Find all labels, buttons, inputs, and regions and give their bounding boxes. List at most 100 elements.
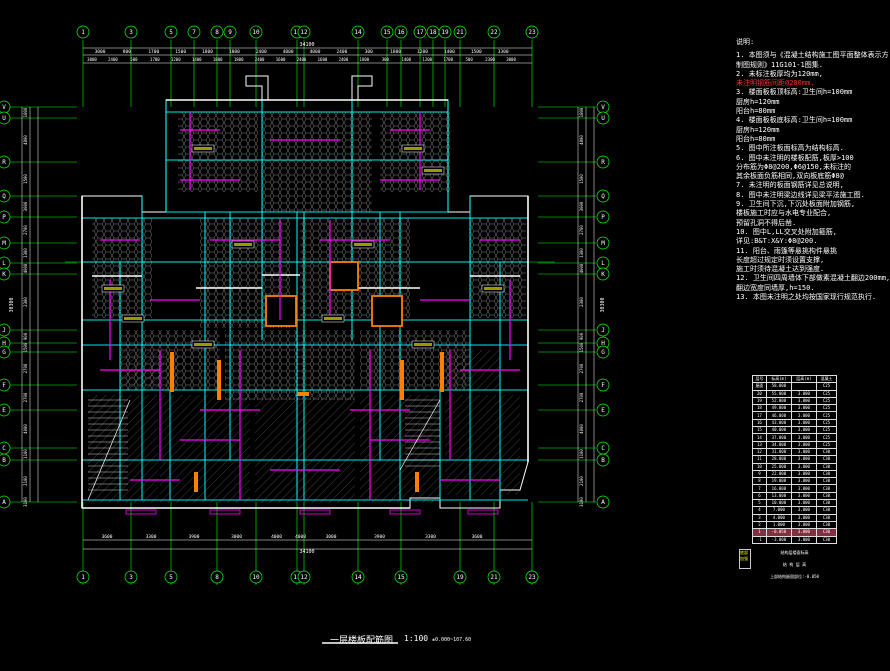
- balcony-bar: [299, 509, 331, 515]
- balcony-bar: [125, 509, 157, 515]
- axis-bubble-label: F: [2, 382, 6, 389]
- table-cell: 3.000: [790, 477, 817, 486]
- table-cell: 55.000: [765, 389, 792, 398]
- axis-bubble-label: 1: [81, 574, 85, 581]
- column: [415, 472, 419, 492]
- axis-bubble-label: M: [2, 240, 6, 247]
- axis-bubble: [223, 25, 237, 39]
- axis-bubble: [596, 189, 610, 203]
- table-cell: 18: [752, 404, 767, 413]
- axis-bubble-label: 22: [490, 29, 498, 36]
- slab-tag-fill: [234, 243, 252, 246]
- axis-bubble-label: 12: [300, 574, 308, 581]
- axis-bubble-label: F: [601, 382, 605, 389]
- axis-bubble-label: P: [2, 214, 6, 221]
- axis-bubble: [210, 570, 224, 584]
- note-line: 施工时须待混凝土达到强度.: [736, 265, 825, 274]
- dim-text-top: 1800: [234, 57, 244, 62]
- table-cell: 3.000: [790, 535, 817, 544]
- table-cell: 4: [752, 506, 767, 515]
- note-line: 13. 本图未注明之处均按国家现行规范执行.: [736, 293, 877, 302]
- design-notes: 说明: 1. 本图须与《混凝土结构施工图平面整体表示方 制图规则》11G101-…: [736, 38, 890, 302]
- axis-bubble-label: 16: [397, 29, 405, 36]
- table-cell: 22.000: [765, 469, 792, 479]
- axis-bubble: [76, 570, 90, 584]
- axis-bubble: [0, 236, 11, 250]
- table-cell: 16: [752, 418, 767, 428]
- axis-bubble-label: 8: [215, 29, 219, 36]
- axis-bubble-label: 11: [293, 574, 301, 581]
- note-line: 翻边宽度同墙厚,h=150.: [736, 283, 815, 292]
- slab-diag: [255, 395, 355, 503]
- dim-text-top: 1800: [229, 49, 240, 55]
- axis-bubble-label: Q: [601, 193, 605, 200]
- dim-text-right: 1800: [579, 107, 584, 117]
- drawing-title: 一层楼板配筋图: [330, 636, 394, 646]
- table-cell: C25: [815, 396, 838, 406]
- axis-bubble-label: 23: [528, 29, 536, 36]
- table-cell: 3.000: [790, 506, 817, 515]
- dim-text-top: 1600: [318, 57, 328, 62]
- table-caption-2: 结 构 层 高: [782, 561, 807, 567]
- dim-text-left: 2700: [23, 392, 28, 402]
- dim-text-top: 2400: [297, 57, 307, 62]
- dim-text-right: 2700: [579, 363, 584, 373]
- table-cell: 13: [752, 440, 767, 449]
- table-cell: 3.000: [790, 411, 817, 420]
- axis-bubble: [596, 378, 610, 392]
- axis-bubble: [596, 345, 610, 359]
- axis-bubble: [187, 25, 201, 39]
- table-cell: 3.000: [790, 462, 817, 471]
- axis-bubble: [351, 570, 365, 584]
- table-cell: 3.000: [790, 484, 817, 493]
- dim-text-right: 1300: [579, 248, 584, 258]
- axis-bubble: [0, 378, 11, 392]
- dim-text-top: 2400: [256, 49, 267, 55]
- table-cell: 3.000: [790, 520, 817, 530]
- table-header-cell: 层号: [752, 374, 767, 384]
- dim-text-right: 2700: [579, 392, 584, 402]
- axis-bubble-label: 1: [81, 29, 85, 36]
- slab-tag-fill: [124, 317, 142, 320]
- table-cell: 28.000: [765, 455, 792, 464]
- table-cell: 3.000: [790, 528, 817, 537]
- table-cell: 31.000: [765, 447, 792, 457]
- dim-text-right: 4800: [579, 135, 584, 145]
- dim-text-left: 1500: [23, 174, 28, 184]
- note-line: 6. 图中未注明的楼板配筋,板厚>100: [736, 153, 854, 162]
- dim-text-left: 1800: [23, 107, 28, 117]
- note-line: 5. 图中所注板面标高为结构标高.: [736, 144, 844, 153]
- axis-bubble-label: P: [601, 214, 605, 221]
- dim-text-left: 1300: [23, 248, 28, 258]
- table-cell: 3.000: [790, 447, 817, 457]
- axis-bubble-label: E: [601, 407, 605, 414]
- axis-bubble: [0, 210, 11, 224]
- axis-bubble-label: 7: [192, 29, 196, 36]
- slab-hex: [178, 112, 258, 192]
- core-opening: [371, 295, 403, 327]
- axis-bubble: [525, 570, 539, 584]
- dim-text-right: 4000: [579, 424, 584, 434]
- dim-text-top: 3000: [95, 49, 106, 55]
- axis-bubble-label: 9: [228, 29, 232, 36]
- table-cell: 49.000: [765, 404, 792, 413]
- axis-bubble-label: R: [601, 159, 605, 166]
- table-cell: C25: [815, 389, 838, 398]
- table-cell: 3.000: [790, 433, 817, 442]
- note-line: 制图规则》11G101-1图集.: [736, 60, 823, 69]
- axis-bubble: [124, 570, 138, 584]
- slab-hex: [470, 218, 526, 318]
- table-cell: 9: [752, 469, 767, 479]
- dim-text-top: 1200: [422, 57, 432, 62]
- table-cell: 3.000: [790, 455, 817, 464]
- dim-text-top: 300: [365, 49, 373, 55]
- balcony-bar: [467, 509, 499, 515]
- dim-text-top: 1400: [192, 57, 202, 62]
- axis-bubble-label: R: [2, 159, 6, 166]
- table-cell: 4.000: [765, 513, 792, 522]
- table-cell: 11: [752, 455, 767, 464]
- note-line: 4. 楼面板板底标高:卫生间h=100mm: [736, 116, 853, 125]
- axis-bubble-label: 5: [169, 574, 173, 581]
